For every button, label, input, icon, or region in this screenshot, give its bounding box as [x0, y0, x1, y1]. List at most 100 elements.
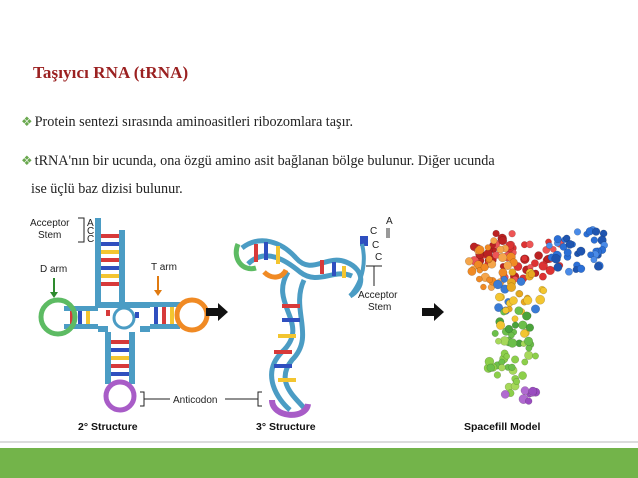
spacefill-atom	[494, 292, 504, 302]
tertiary-base-c2: C	[372, 240, 379, 251]
spacefill-atom	[508, 230, 516, 238]
spacefill-atom	[546, 242, 553, 249]
spacefill-atom	[486, 276, 493, 284]
anticodon-loop	[103, 379, 137, 413]
spacefill-atom	[528, 386, 538, 396]
t-arm-loop	[174, 297, 210, 333]
spacefill-atom	[511, 355, 520, 364]
stem-base-c1: C	[87, 226, 94, 237]
secondary-structure-diagram: Acceptor Stem A C C D arm	[30, 217, 262, 433]
spacefill-atom	[520, 329, 529, 338]
spacefill-atom	[508, 363, 516, 371]
spacefill-atom	[494, 303, 504, 313]
spacefill-atom	[518, 371, 527, 380]
acceptor-stem-label-right: Acceptor Stem	[358, 290, 400, 313]
spacefill-atom	[525, 240, 534, 249]
spacefill-atom	[490, 237, 498, 245]
bullet-text-2: tRNA'nın bir ucunda, ona özgü amino asit…	[34, 153, 495, 169]
spacefill-atom	[532, 352, 539, 360]
acceptor-stem-label: Acceptor Stem	[30, 218, 72, 241]
t-arm-label: T arm	[151, 262, 177, 273]
spacefill-atom	[496, 320, 506, 330]
bullet-item-1: ❖Protein sentezi sırasında aminoasitleri…	[21, 114, 353, 131]
spacefill-atom	[467, 266, 477, 276]
spacefill-atom	[480, 283, 487, 291]
spacefill-atom	[506, 282, 517, 292]
spacefill-atom	[563, 248, 572, 257]
spacefill-atom	[524, 350, 534, 360]
spacefill-atom	[551, 254, 561, 264]
bullet-text-2-continuation: ise üçlü baz dizisi bulunur.	[31, 181, 183, 197]
spacefill-atom	[508, 331, 515, 339]
spacefill-atom	[511, 321, 519, 329]
arrow-right-icon	[422, 303, 444, 321]
spacefill-atom	[525, 397, 533, 405]
spacefill-atom	[573, 228, 582, 236]
spacefill-atom	[500, 390, 510, 399]
caption-spacefill: Spacefill Model	[464, 421, 541, 433]
spacefill-atom	[516, 277, 526, 286]
spacefill-atom	[475, 275, 483, 283]
spacefill-atom	[525, 344, 533, 352]
spacefill-atom	[564, 267, 573, 276]
spacefill-atom	[521, 358, 529, 366]
stem-base-a: A	[87, 218, 94, 229]
acceptor-strand-left	[95, 218, 101, 306]
spacefill-atom	[496, 245, 505, 254]
acceptor-base-pairs	[101, 234, 119, 286]
spacefill-atom	[593, 262, 603, 271]
spacefill-atom	[521, 255, 528, 262]
d-arm-label: D arm	[40, 264, 67, 275]
spacefill-atom	[514, 306, 524, 316]
spacefill-atom	[493, 279, 503, 290]
footer-bar	[0, 448, 638, 478]
spacefill-atom	[553, 235, 562, 244]
tertiary-base-c1: C	[370, 226, 377, 237]
d-arm-loop	[38, 297, 78, 337]
spacefill-atom	[464, 257, 474, 266]
spacefill-atom	[498, 236, 508, 246]
spacefill-atom	[508, 268, 517, 277]
spacefill-atom	[480, 263, 489, 272]
spacefill-atom	[576, 264, 586, 273]
spacefill-atom	[534, 251, 543, 260]
spacefill-atom	[520, 386, 530, 395]
spacefill-atom	[509, 296, 518, 305]
caption-secondary: 2° Structure	[78, 421, 138, 433]
acceptor-strand-right	[119, 230, 125, 306]
anticodon-label: Anticodon	[173, 395, 217, 406]
stem-base-c2: C	[87, 234, 94, 245]
spacefill-atom	[513, 377, 521, 386]
spacefill-atom	[522, 311, 532, 321]
spacefill-atom	[523, 336, 534, 346]
spacefill-atom	[565, 240, 575, 249]
spacefill-atom	[503, 353, 511, 360]
spacefill-atom	[545, 265, 555, 276]
spacefill-atom	[504, 324, 514, 334]
bullet-item-2: ❖tRNA'nın bir ucunda, ona özgü amino asi…	[21, 153, 495, 170]
tertiary-structure-diagram: C A C C Acceptor Stem 3° Structure	[233, 216, 400, 433]
spacefill-atom	[549, 245, 557, 253]
spacefill-atom	[538, 272, 547, 281]
spacefill-atom	[535, 294, 546, 305]
spacefill-atom	[523, 295, 533, 305]
spacefill-atom	[500, 275, 508, 283]
spacefill-atom	[527, 270, 536, 279]
spacefill-atom	[492, 229, 500, 238]
spacefill-atom	[590, 256, 598, 264]
trna-structure-figure: Acceptor Stem A C C D arm	[30, 216, 609, 433]
slide-title: Taşıyıcı RNA (tRNA)	[33, 63, 189, 82]
spacefill-atom	[525, 323, 535, 332]
spacefill-atom	[587, 251, 595, 259]
spacefill-atom	[498, 268, 508, 278]
spacefill-atom	[516, 290, 524, 298]
tertiary-base-a: A	[386, 216, 393, 227]
spacefill-atom	[576, 246, 586, 256]
spacefill-atom	[507, 338, 518, 348]
spacefill-atom	[486, 363, 495, 372]
spacefill-atom	[503, 261, 513, 270]
spacefill-atom	[475, 245, 485, 255]
acceptor-bracket	[78, 217, 85, 243]
spacefill-atom	[485, 255, 493, 263]
spacefill-atom	[590, 236, 598, 244]
